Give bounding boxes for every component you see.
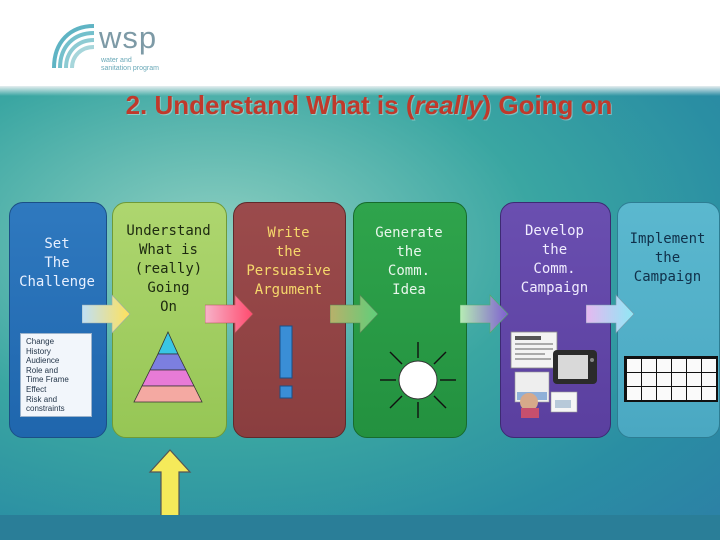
arrow-right-icon [82,294,131,334]
list-item: Risk and [26,394,58,404]
challenge-factors-list: Change History Audience Role and Time Fr… [21,334,91,414]
logo-subtitle: water and sanitation program [101,57,159,72]
title-suffix: ) Going on [482,90,613,120]
wsp-logo-icon [52,24,95,69]
arrow-right-icon [330,294,379,334]
media-collage-icon [510,331,597,418]
slide-title: 2. Understand What is (really) Going on [0,90,720,121]
step-label: Set The Challenge [19,236,95,290]
list-item: History [26,346,51,356]
arrow-right-icon [460,294,509,334]
arrow-up-icon [148,449,192,540]
logo-wordmark: wsp [99,20,158,55]
list-item: Time Frame [26,375,69,385]
step-label: Generate the Comm. Idea [375,225,443,298]
step-panel-write-argument [233,202,346,438]
exclamation-icon [279,325,293,399]
title-emphasis: really [414,90,483,120]
step-label: Write the Persuasive Argument [246,225,331,298]
arrow-right-icon [205,294,254,334]
step-label: Understand What is (really) Going On [126,223,211,315]
title-prefix: 2. Understand What is ( [125,90,415,120]
pyramid-icon [133,331,203,403]
header-banner [0,0,720,86]
arrow-right-icon [586,294,635,334]
header-fade [0,86,720,96]
step-label: Develop the Comm. Campaign [520,223,589,296]
list-item: Change [26,337,55,346]
challenge-factors-box: Change History Audience Role and Time Fr… [20,333,92,417]
list-item: constraints [26,404,65,414]
footer-bar [0,515,720,540]
sun-icon [380,342,456,418]
list-item: Effect [26,384,47,394]
gantt-grid-icon [624,356,718,402]
step-label: Implement the Campaign [629,231,706,285]
list-item: Audience [26,356,60,366]
list-item: Role and [26,365,59,375]
